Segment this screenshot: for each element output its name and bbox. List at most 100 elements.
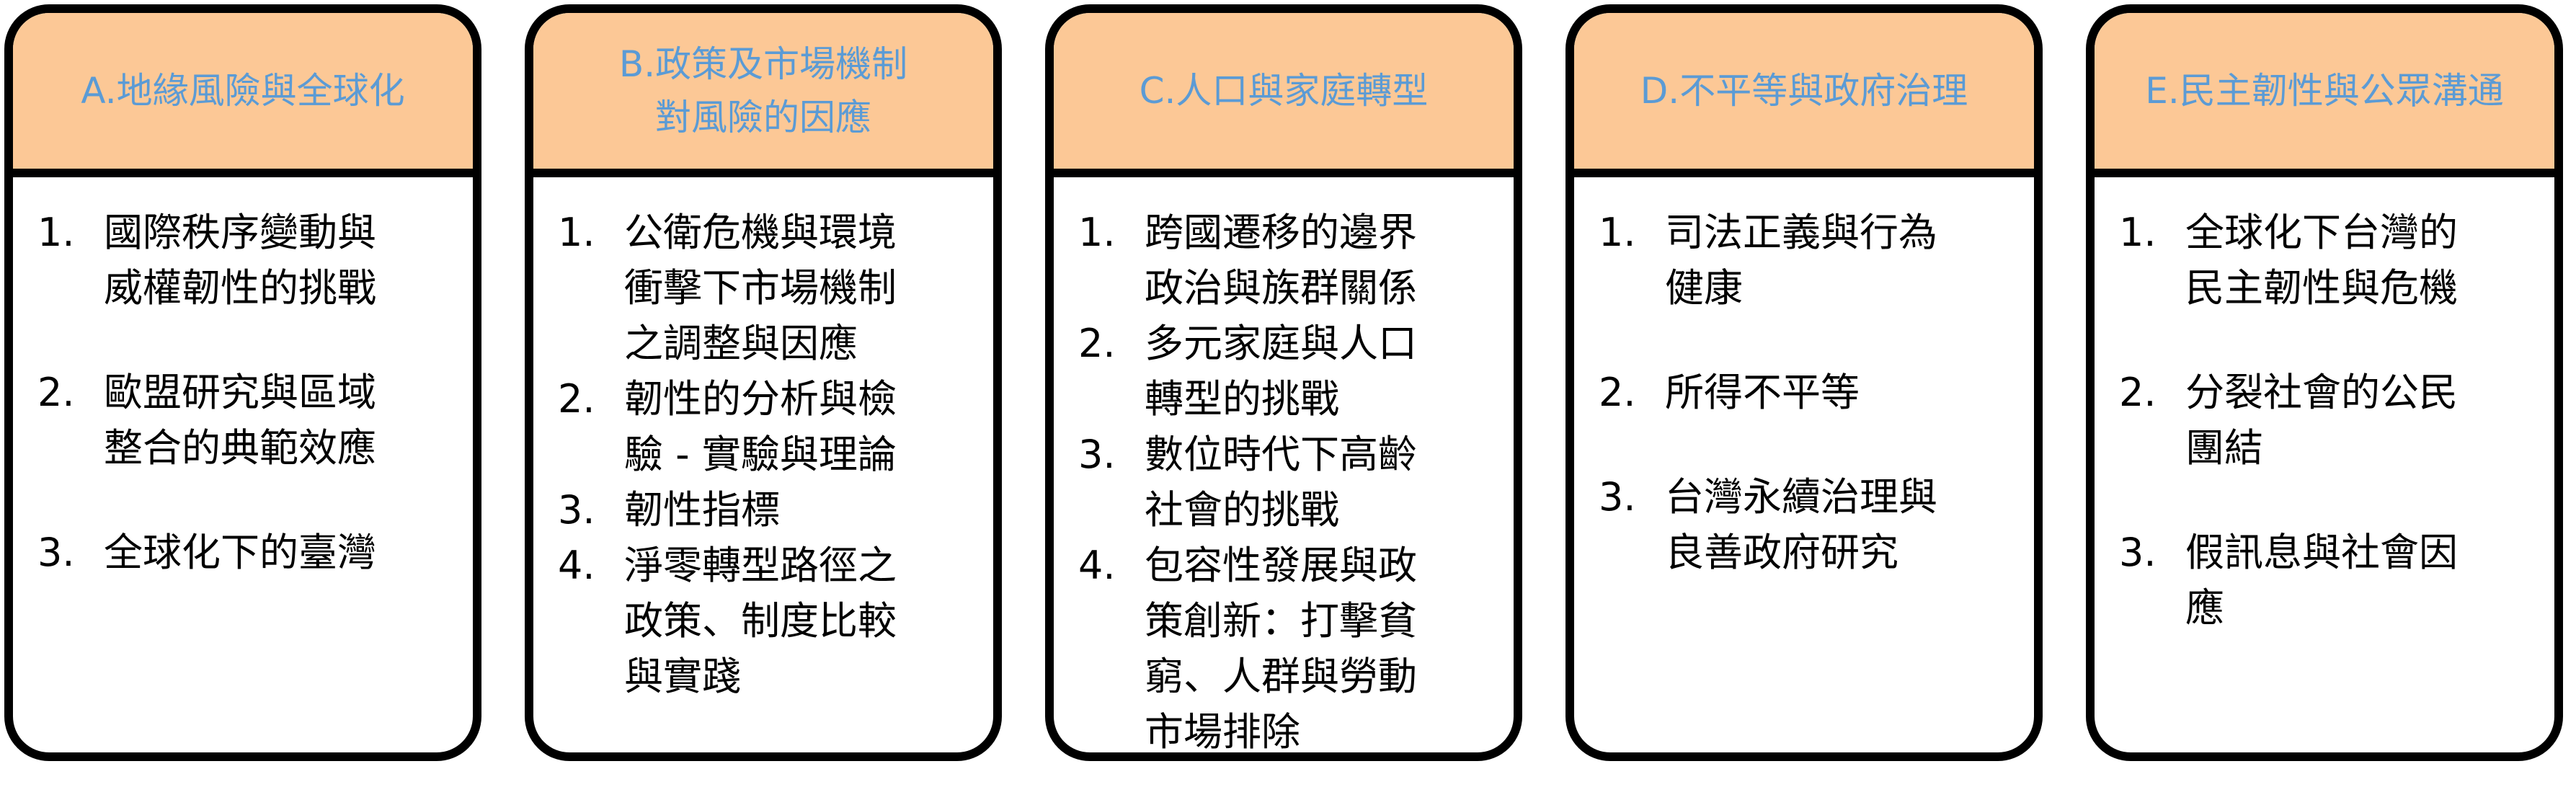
list-item-line: 歐盟研究與區域 <box>104 370 376 415</box>
column-c-title: C.人口與家庭轉型 <box>1139 70 1429 112</box>
list-item-number: 2. <box>1599 370 1636 415</box>
list-item-text: 包容性發展與政 策創新：打擊貧 窮、人群與勞動 市場排除 <box>1145 538 1501 755</box>
list-item-text: 全球化下的臺灣 <box>104 525 460 580</box>
list-item-line: 多元家庭與人口 <box>1145 321 1417 366</box>
list-item-line: 整合的典範效應 <box>104 425 376 471</box>
list-item: 2. 多元家庭與人口 轉型的挑戰 <box>1078 316 1501 427</box>
list-item: 2. 韌性的分析與檢 驗 - 實驗與理論 <box>558 371 980 482</box>
list-item: 2. 所得不平等 <box>1599 365 2021 420</box>
column-a-header: A.地緣風險與全球化 <box>13 13 473 177</box>
column-c-list: 1. 跨國遷移的邊界 政治與族群關係 2. 多元家庭與人口 轉型的挑戰 3. 數… <box>1054 177 1514 755</box>
list-item-line: 假訊息與社會因 <box>2185 530 2458 575</box>
column-d-title: D.不平等與政府治理 <box>1640 70 1968 112</box>
list-item-line: 社會的挑戰 <box>1145 487 1339 533</box>
list-item-text: 假訊息與社會因 應 <box>2185 525 2541 636</box>
list-item: 1. 全球化下台灣的 民主韌性與危機 <box>2119 205 2541 316</box>
list-item: 1. 國際秩序變動與 威權韌性的挑戰 <box>37 205 460 316</box>
list-item: 4. 包容性發展與政 策創新：打擊貧 窮、人群與勞動 市場排除 <box>1078 538 1501 755</box>
list-item-line: 國際秩序變動與 <box>104 210 376 255</box>
list-item-line: 跨國遷移的邊界 <box>1145 210 1417 255</box>
list-item-line: 市場排除 <box>1145 709 1300 755</box>
list-item-line: 政策、制度比較 <box>624 598 897 644</box>
list-item: 3. 假訊息與社會因 應 <box>2119 525 2541 636</box>
list-item-number: 1. <box>558 210 595 255</box>
list-item-line: 分裂社會的公民 <box>2185 370 2458 415</box>
list-item-line: 與實踐 <box>624 654 741 699</box>
list-item-text: 分裂社會的公民 團結 <box>2185 365 2541 476</box>
column-c-header: C.人口與家庭轉型 <box>1054 13 1514 177</box>
column-d-header: D.不平等與政府治理 <box>1574 13 2034 177</box>
list-item-number: 1. <box>1078 210 1116 255</box>
list-item-text: 淨零轉型路徑之 政策、制度比較 與實踐 <box>624 538 980 704</box>
list-item-number: 2. <box>2119 370 2157 415</box>
list-item-line: 司法正義與行為 <box>1665 210 1937 255</box>
list-item-line: 民主韌性與危機 <box>2185 265 2458 311</box>
column-a: A.地緣風險與全球化 1. 國際秩序變動與 威權韌性的挑戰 2. 歐盟研究與區域… <box>4 4 481 761</box>
list-item-text: 數位時代下高齡 社會的挑戰 <box>1145 427 1501 538</box>
list-item-text: 多元家庭與人口 轉型的挑戰 <box>1145 316 1501 427</box>
column-b-list: 1. 公衛危機與環境 衝擊下市場機制 之調整與因應 2. 韌性的分析與檢 驗 -… <box>533 177 993 704</box>
list-item: 2. 歐盟研究與區域 整合的典範效應 <box>37 365 460 476</box>
list-item-text: 所得不平等 <box>1665 365 2021 420</box>
list-item: 3. 數位時代下高齡 社會的挑戰 <box>1078 427 1501 538</box>
list-item-line: 韌性的分析與檢 <box>624 376 897 422</box>
list-item-line: 窮、人群與勞動 <box>1145 654 1417 699</box>
list-item-text: 跨國遷移的邊界 政治與族群關係 <box>1145 205 1501 316</box>
list-item: 1. 跨國遷移的邊界 政治與族群關係 <box>1078 205 1501 316</box>
list-item: 2. 分裂社會的公民 團結 <box>2119 365 2541 476</box>
column-e-list: 1. 全球化下台灣的 民主韌性與危機 2. 分裂社會的公民 團結 3. 假訊息與… <box>2095 177 2554 636</box>
list-item-line: 轉型的挑戰 <box>1145 376 1339 422</box>
list-item-text: 全球化下台灣的 民主韌性與危機 <box>2185 205 2541 316</box>
list-item-line: 韌性指標 <box>624 487 780 533</box>
column-d-list: 1. 司法正義與行為 健康 2. 所得不平等 3. 台灣永續治理與 良善政府研究 <box>1574 177 2034 580</box>
list-item-line: 全球化下台灣的 <box>2185 210 2458 255</box>
list-item-number: 1. <box>1599 210 1636 255</box>
list-item-line: 應 <box>2185 585 2224 631</box>
list-item-number: 3. <box>37 530 75 575</box>
list-item-line: 健康 <box>1665 265 1743 311</box>
list-item-text: 司法正義與行為 健康 <box>1665 205 2021 316</box>
column-e-header: E.民主韌性與公眾溝通 <box>2095 13 2554 177</box>
list-item-text: 公衛危機與環境 衝擊下市場機制 之調整與因應 <box>624 205 980 371</box>
list-item-line: 威權韌性的挑戰 <box>104 265 376 311</box>
list-item-line: 政治與族群關係 <box>1145 265 1417 311</box>
list-item-line: 之調整與因應 <box>624 321 858 366</box>
list-item-number: 2. <box>1078 321 1116 366</box>
list-item: 3. 台灣永續治理與 良善政府研究 <box>1599 469 2021 580</box>
list-item-line: 台灣永續治理與 <box>1665 474 1937 520</box>
list-item: 3. 韌性指標 <box>558 482 980 538</box>
column-e: E.民主韌性與公眾溝通 1. 全球化下台灣的 民主韌性與危機 2. 分裂社會的公… <box>2086 4 2563 761</box>
list-item-line: 公衛危機與環境 <box>624 210 897 255</box>
list-item-number: 1. <box>37 210 75 255</box>
list-item: 1. 司法正義與行為 健康 <box>1599 205 2021 316</box>
column-b-header: B.政策及市場機制 對風險的因應 <box>533 13 993 177</box>
column-e-title: E.民主韌性與公眾溝通 <box>2145 70 2504 112</box>
list-item-text: 歐盟研究與區域 整合的典範效應 <box>104 365 460 476</box>
list-item-text: 韌性指標 <box>624 482 980 538</box>
column-a-title: A.地緣風險與全球化 <box>81 70 405 112</box>
list-item-number: 3. <box>558 487 595 533</box>
list-item-line: 良善政府研究 <box>1665 530 1898 575</box>
list-item: 4. 淨零轉型路徑之 政策、制度比較 與實踐 <box>558 538 980 704</box>
list-item-number: 3. <box>1078 432 1116 477</box>
list-item-line: 驗 - 實驗與理論 <box>624 432 897 477</box>
list-item-number: 3. <box>1599 474 1636 520</box>
list-item-line: 策創新：打擊貧 <box>1145 598 1417 644</box>
list-item-line: 包容性發展與政 <box>1145 543 1417 588</box>
list-item-number: 4. <box>1078 543 1116 588</box>
list-item-number: 2. <box>558 376 595 422</box>
list-item-number: 1. <box>2119 210 2157 255</box>
list-item-number: 4. <box>558 543 595 588</box>
column-d: D.不平等與政府治理 1. 司法正義與行為 健康 2. 所得不平等 3. 台灣永… <box>1565 4 2043 761</box>
list-item-text: 台灣永續治理與 良善政府研究 <box>1665 469 2021 580</box>
list-item-line: 所得不平等 <box>1665 370 1860 415</box>
list-item-text: 韌性的分析與檢 驗 - 實驗與理論 <box>624 371 980 482</box>
list-item-number: 3. <box>2119 530 2157 575</box>
list-item-text: 國際秩序變動與 威權韌性的挑戰 <box>104 205 460 316</box>
list-item: 1. 公衛危機與環境 衝擊下市場機制 之調整與因應 <box>558 205 980 371</box>
column-a-list: 1. 國際秩序變動與 威權韌性的挑戰 2. 歐盟研究與區域 整合的典範效應 3.… <box>13 177 473 580</box>
list-item-number: 2. <box>37 370 75 415</box>
list-item: 3. 全球化下的臺灣 <box>37 525 460 580</box>
list-item-line: 全球化下的臺灣 <box>104 530 376 575</box>
list-item-line: 淨零轉型路徑之 <box>624 543 897 588</box>
